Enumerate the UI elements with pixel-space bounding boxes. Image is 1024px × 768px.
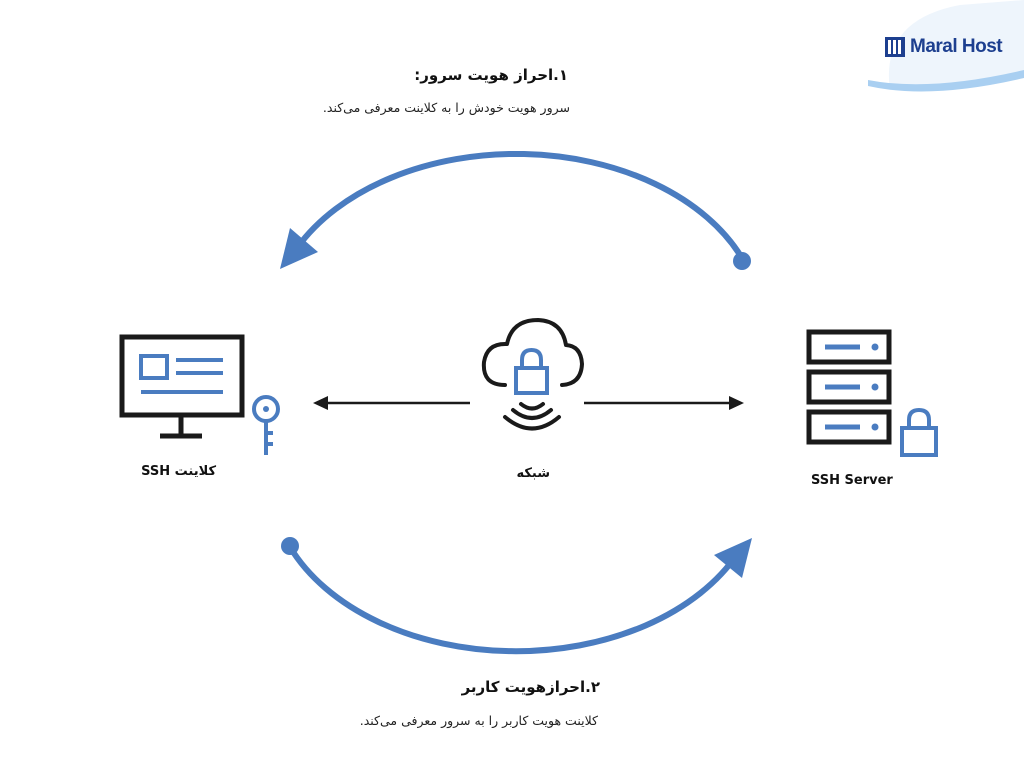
network-label: شبکه: [516, 466, 550, 481]
brand-logo: Maral Host: [884, 36, 1003, 58]
logo-mark-icon: [885, 37, 905, 57]
step2-description: کلاینت هویت کاربر را به سرور معرفی می‌کن…: [359, 713, 598, 728]
server-label: SSH Server: [811, 473, 893, 488]
step1-description: سرور هویت خودش را به کلاینت معرفی می‌کند…: [322, 100, 570, 115]
step2-title: ۲.احرازهویت کاربر: [461, 678, 600, 696]
client-label: کلاینت SSH: [141, 464, 216, 479]
brand-name: Maral Host: [910, 36, 1003, 57]
step1-title: ۱.احراز هویت سرور:: [414, 66, 568, 84]
